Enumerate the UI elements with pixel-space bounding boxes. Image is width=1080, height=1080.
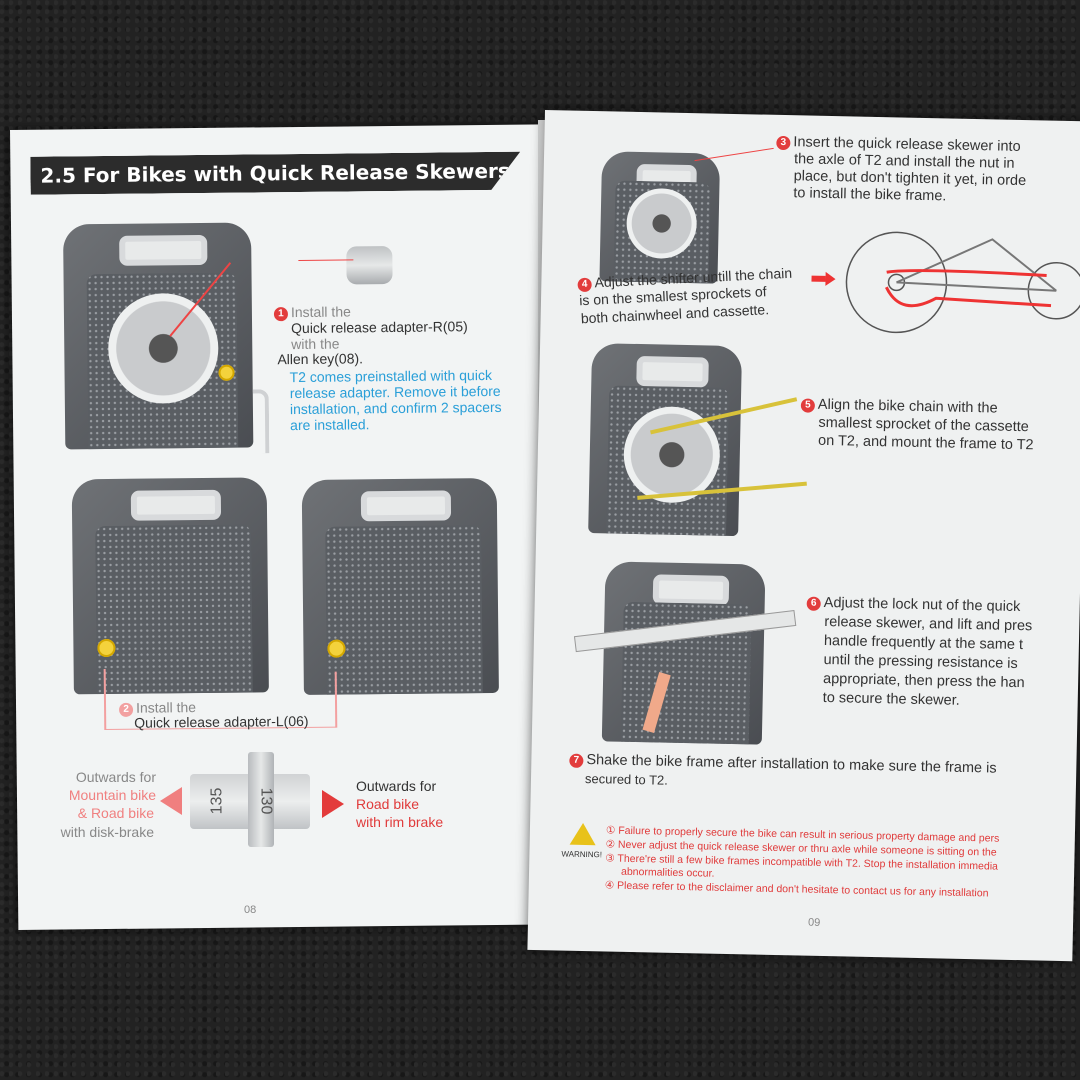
- trainer-flywheel: [107, 292, 219, 404]
- step-number-badge: 3: [776, 135, 791, 151]
- step5-line2: smallest sprocket of the cassette: [818, 414, 1029, 436]
- trainer-illustration-step2b: [301, 477, 499, 695]
- outwards-mtb-line3: & Road bike: [77, 805, 154, 821]
- step-number-badge: 5: [800, 398, 816, 413]
- step1-line4: Allen key(08).: [277, 350, 364, 368]
- outwards-mtb-line4: with disk-brake: [60, 824, 154, 840]
- trainer-handle: [119, 234, 208, 266]
- trainer-illustration-step3: [599, 151, 721, 284]
- adapter-l-icon: [327, 639, 346, 658]
- bike-drivetrain-diagram: [845, 231, 1080, 334]
- step6-line6: to secure the skewer.: [822, 689, 960, 709]
- hub-label-130: 130: [257, 787, 275, 815]
- step6-line1: Adjust the lock nut of the quick: [823, 594, 1021, 616]
- step6-line3: handle frequently at the same t: [823, 632, 1024, 654]
- step1-line2: Quick release adapter-R(05): [291, 318, 468, 337]
- arrow-left-icon: [160, 787, 182, 815]
- allen-key-icon: [252, 389, 270, 454]
- adapter-r-icon: [218, 364, 235, 381]
- step3-line4: to install the bike frame.: [793, 185, 947, 205]
- trainer-illustration-step6: [601, 561, 766, 745]
- adapter-l-icon: [97, 638, 116, 658]
- warning-item-4: ④ Please refer to the disclaimer and don…: [604, 879, 989, 900]
- warning-icon: [569, 822, 597, 846]
- trainer-illustration-step1: [62, 222, 254, 450]
- step1-note3: installation, and confirm 2 spacers: [289, 398, 502, 418]
- section-title-bar: 2.5 For Bikes with Quick Release Skewers: [30, 152, 520, 195]
- trainer-grille: [325, 525, 484, 695]
- outwards-road-line1: Outwards for: [356, 778, 437, 794]
- outwards-road-line2: Road bike: [356, 796, 420, 812]
- callout-line-3: [694, 147, 774, 162]
- step1-line1: Install the: [290, 303, 351, 321]
- step2-line2: Quick release adapter-L(06): [134, 712, 309, 731]
- arrow-right-small-icon: [811, 275, 826, 282]
- step6-line5: appropriate, then press the han: [822, 670, 1025, 692]
- step-number-badge: 7: [569, 753, 584, 768]
- step6-line2: release skewer, and lift and pres: [824, 613, 1033, 635]
- trainer-handle: [130, 489, 221, 521]
- trainer-grille: [95, 524, 254, 695]
- page-number-right: 09: [807, 916, 821, 929]
- step-number-badge: 6: [806, 596, 821, 611]
- arrow-right-small-head: [825, 271, 836, 287]
- hub-label-135: 135: [208, 787, 226, 815]
- outwards-mtb-line1: Outwards for: [75, 769, 156, 785]
- step-number-badge: 1: [273, 307, 289, 322]
- outwards-mtb-line2: Mountain bike: [68, 787, 156, 803]
- hub-diagram: 135 130: [190, 752, 310, 847]
- hub-flange: [248, 752, 274, 847]
- step7-line2: secured to T2.: [584, 770, 669, 788]
- step5-line1: Align the bike chain with the: [817, 396, 998, 417]
- trainer-handle: [636, 355, 709, 388]
- arrow-right-icon: [322, 790, 344, 818]
- step-number-badge: 2: [119, 702, 134, 717]
- outwards-road-line3: with rim brake: [356, 814, 444, 830]
- step1-note4: are installed.: [290, 416, 370, 434]
- callout-line-1b: [298, 259, 354, 261]
- warning-label: WARNING!: [561, 849, 603, 860]
- section-title: 2.5 For Bikes with Quick Release Skewers: [40, 158, 510, 188]
- step6-line4: until the pressing resistance is: [823, 651, 1018, 673]
- page-number-left: 08: [244, 904, 257, 916]
- trainer-handle: [652, 574, 730, 606]
- step-number-badge: 4: [577, 277, 592, 293]
- trainer-illustration-step5: [588, 343, 743, 537]
- trainer-illustration-step2a: [71, 477, 269, 695]
- step5-line3: on T2, and mount the frame to T2: [817, 432, 1034, 454]
- adapter-part-icon: [346, 246, 393, 285]
- trainer-handle: [360, 490, 451, 522]
